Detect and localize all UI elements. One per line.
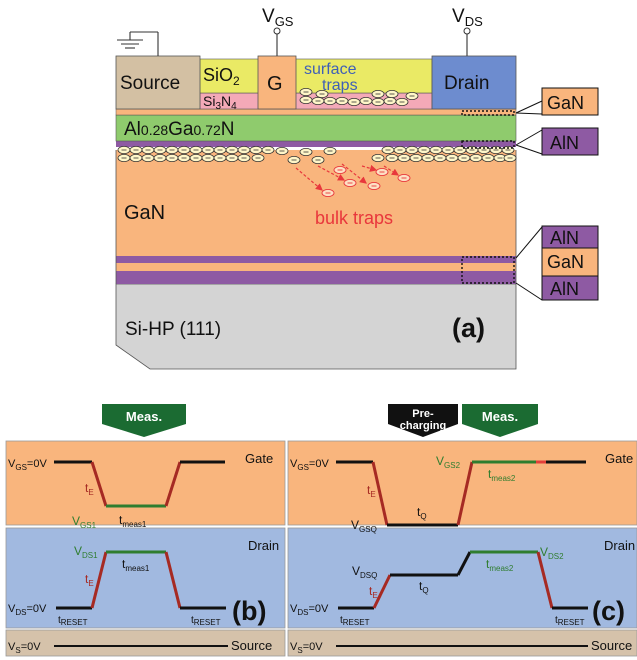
gan-buffer-layer xyxy=(116,150,516,256)
gate-panel-c xyxy=(287,440,637,526)
vds0-label-c: VDS=0V xyxy=(290,603,329,617)
substrate-label: Si-HP (111) xyxy=(125,319,221,340)
algan-barrier xyxy=(115,114,517,142)
sio2-layer xyxy=(199,58,433,94)
tq-label-c-gate: tQ xyxy=(417,505,427,521)
source-label-c: Source xyxy=(591,638,632,653)
precharging-label-line1: Pre- xyxy=(412,408,434,420)
vgs-terminal-label: VGS xyxy=(262,6,294,29)
vgs0-label-c: VGS=0V xyxy=(290,458,329,472)
source-label: Source xyxy=(120,73,180,94)
gan-interlayer xyxy=(116,263,516,271)
panel-b: Meas. VGS=0V Gate tE VGS1 tmeas1 Drain V… xyxy=(5,404,286,657)
drain-panel-c xyxy=(287,527,637,629)
vds2-label-c: VDS2 xyxy=(540,545,564,561)
side-label-gan-top: GaN xyxy=(547,93,584,113)
tmeas1-label-b-drain: tmeas1 xyxy=(122,557,150,573)
gate-panel-b xyxy=(5,440,286,526)
vs0-label-c: VS=0V xyxy=(290,641,323,655)
te-label-c-drain: tE xyxy=(369,584,378,600)
side-label-aln-top: AlN xyxy=(550,133,579,153)
gate-label-b: Gate xyxy=(245,451,273,466)
aln-interlayer-top xyxy=(116,256,516,263)
drain-label: Drain xyxy=(444,73,489,94)
vgs0-label-b: VGS=0V xyxy=(8,458,47,472)
aln-interlayer-bottom xyxy=(116,271,516,284)
bulk-traps-label: bulk traps xyxy=(315,208,393,228)
side-label-aln-bottom: AlN xyxy=(550,279,579,299)
source-ground xyxy=(117,31,159,56)
tmeas2-label-c-drain: tmeas2 xyxy=(486,557,514,573)
precharging-label-line2: charging xyxy=(400,420,446,432)
panel-c: Pre- charging Meas. VGS=0V Gate VGS2 tme… xyxy=(287,404,637,657)
panel-b-label: (b) xyxy=(232,596,266,626)
vgs1-label-b: VGS1 xyxy=(72,514,97,530)
algan-label: Al0.28Ga0.72N xyxy=(124,119,235,140)
sio2-label: SiO2 xyxy=(203,65,240,88)
treset-label-c-right: tRESET xyxy=(555,615,585,627)
precharging-arrow xyxy=(388,404,458,437)
te-label-b-gate: tE xyxy=(85,481,94,497)
si3n4-label: Si3N4 xyxy=(203,93,237,112)
vds1-label-b: VDS1 xyxy=(74,544,98,560)
source-panel-b xyxy=(5,629,286,657)
zoom-box-top xyxy=(461,110,515,116)
meas-label-b: Meas. xyxy=(126,409,162,424)
zoom-box-mid xyxy=(461,140,515,149)
meas-label-c: Meas. xyxy=(482,409,518,424)
vds0-label-b: VDS=0V xyxy=(8,603,47,617)
treset-label-c-left: tRESET xyxy=(340,615,370,627)
treset-label-b-right: tRESET xyxy=(191,615,221,627)
source-label-b: Source xyxy=(231,638,272,653)
source-panel-c xyxy=(287,629,637,657)
panel-a-label: (a) xyxy=(452,313,485,343)
te-label-c-gate: tE xyxy=(367,483,376,499)
drain-label-b: Drain xyxy=(248,538,279,553)
meas-arrow-c xyxy=(462,404,538,437)
vgs2-label-c: VGS2 xyxy=(436,454,461,470)
aln-spacer xyxy=(116,141,516,147)
meas-arrow-b xyxy=(102,404,186,437)
side-label-aln-mid: AlN xyxy=(550,228,579,248)
gan-buffer-label: GaN xyxy=(124,202,165,224)
zoom-box-bottom xyxy=(461,256,515,284)
bulk-traps xyxy=(295,163,411,198)
tmeas2-label-c-gate: tmeas2 xyxy=(488,467,516,483)
gate-label: G xyxy=(267,73,283,95)
drain-label-c: Drain xyxy=(604,538,635,553)
surface-traps-label-line1: surface xyxy=(304,61,357,78)
device-cross-section: Si-HP (111) (a) Al0.28Ga0.72N Source G D… xyxy=(115,6,599,370)
drain-panel-b xyxy=(5,527,286,629)
surface-traps-label-line2: traps xyxy=(322,77,358,94)
gate-label-c: Gate xyxy=(605,451,633,466)
drain-contact xyxy=(431,55,517,110)
treset-label-b-left: tRESET xyxy=(58,615,88,627)
vds-terminal-label: VDS xyxy=(452,6,483,29)
tq-label-c-drain: tQ xyxy=(419,579,429,595)
vgsq-label-c: VGSQ xyxy=(351,518,377,534)
tmeas1-label-b-gate: tmeas1 xyxy=(119,513,147,529)
gan-cap-layer xyxy=(115,108,517,116)
vdsq-label-c: VDSQ xyxy=(352,564,377,580)
te-label-b-drain: tE xyxy=(85,572,94,588)
vs0-label-b: VS=0V xyxy=(8,641,41,655)
panel-c-label: (c) xyxy=(592,596,625,626)
side-label-gan-mid: GaN xyxy=(547,252,584,272)
